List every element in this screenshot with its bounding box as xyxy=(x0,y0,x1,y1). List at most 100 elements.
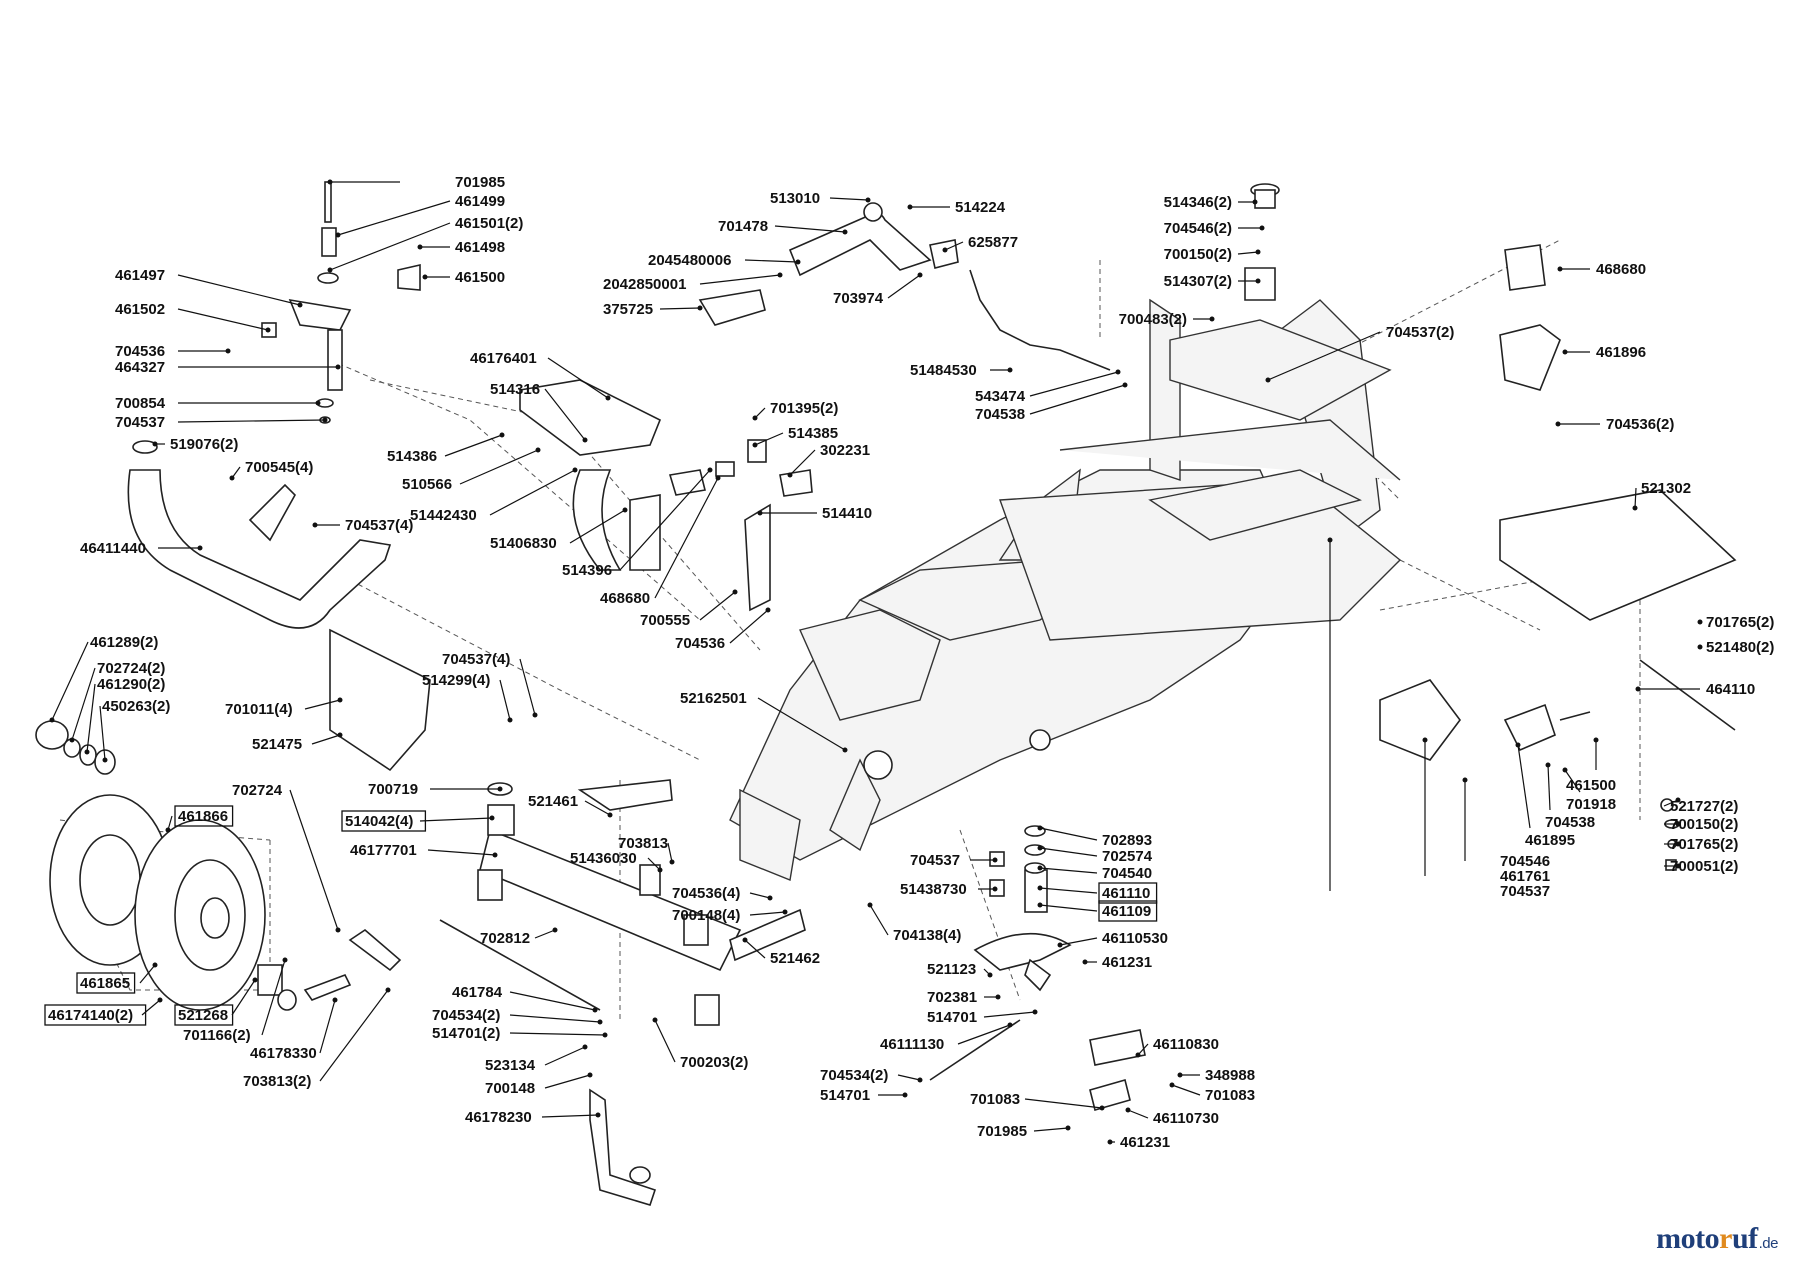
part-number-label: 348988 xyxy=(1205,1067,1255,1084)
part-number-label: 46110730 xyxy=(1153,1110,1219,1127)
leader-dot xyxy=(1115,369,1121,375)
leader-line xyxy=(647,857,661,871)
leader-dot xyxy=(1697,619,1703,625)
logo-tld: .de xyxy=(1758,1235,1779,1252)
part-number-label: 521123 xyxy=(927,961,976,978)
leader-line xyxy=(1039,867,1098,874)
leader-dot xyxy=(322,417,328,423)
leader-line xyxy=(1663,799,1679,807)
part-number-label: 700555 xyxy=(640,612,690,629)
leader-line xyxy=(749,892,771,899)
part-number-label: 514396 xyxy=(562,562,612,579)
part-number-label: 704537 xyxy=(1500,883,1550,900)
leader-dot xyxy=(84,749,90,755)
part-number-label: 514299(4) xyxy=(422,672,490,689)
part-number-label: 461498 xyxy=(455,239,505,256)
leader-dot xyxy=(532,712,538,718)
leader-dot xyxy=(552,927,558,933)
leader-dot xyxy=(327,179,333,185)
part-number-label: 701765(2) xyxy=(1670,836,1738,853)
part-number-label: 701166(2) xyxy=(183,1027,251,1044)
part-number-label: 702893 xyxy=(1102,832,1152,849)
leader-dot xyxy=(767,895,773,901)
leader-line xyxy=(519,658,536,716)
leader-dot xyxy=(1632,505,1638,511)
leader-line xyxy=(261,959,286,1036)
part-number-label: 514346(2) xyxy=(1164,194,1232,211)
leader-dot xyxy=(1635,686,1641,692)
leader-line xyxy=(489,469,576,516)
leader-line xyxy=(1033,1127,1069,1132)
leader-line xyxy=(619,469,711,571)
leader-line xyxy=(569,509,626,544)
leader-line xyxy=(1039,887,1098,894)
part-number-label: 461289(2) xyxy=(90,634,158,651)
part-number-label: 464327 xyxy=(115,359,165,376)
leader-line xyxy=(177,308,269,331)
leader-line xyxy=(419,817,493,822)
part-number-label: 461761 xyxy=(1500,868,1550,885)
part-number-label: 543474 xyxy=(975,388,1026,405)
leader-dot xyxy=(312,522,318,528)
part-number-label: 468680 xyxy=(600,590,650,607)
leader-line xyxy=(957,1024,1011,1045)
logo-text-post: uf xyxy=(1731,1222,1758,1255)
leader-dot xyxy=(507,717,513,723)
part-number-label: 700051(2) xyxy=(1670,858,1738,875)
part-number-label: 700545(4) xyxy=(245,459,313,476)
leader-line xyxy=(444,434,503,457)
front-bumper xyxy=(127,440,392,629)
part-number-label: 46178330 xyxy=(250,1045,317,1062)
part-number-label: 514386 xyxy=(387,448,437,465)
leader-dot xyxy=(902,1092,908,1098)
leader-dot xyxy=(315,400,321,406)
part-number-label: 701083 xyxy=(1205,1087,1255,1104)
leader-dot xyxy=(742,937,748,943)
leader-dot xyxy=(1562,349,1568,355)
part-number-label: 700203(2) xyxy=(680,1054,748,1071)
leader-line xyxy=(509,991,596,1011)
leader-lines xyxy=(49,179,1703,1145)
part-number-label: 704138(4) xyxy=(893,927,961,944)
part-number-label: 521475 xyxy=(252,736,302,753)
leader-dot xyxy=(592,1007,598,1013)
part-number-label: 514307(2) xyxy=(1164,273,1232,290)
leader-line xyxy=(311,734,341,745)
leader-dot xyxy=(605,395,611,401)
part-number-label: 514316 xyxy=(490,381,540,398)
leader-line xyxy=(1634,487,1637,509)
leader-line xyxy=(139,964,156,984)
leader-dot xyxy=(1557,266,1563,272)
leader-dot xyxy=(1065,1125,1071,1131)
leader-dot xyxy=(1422,737,1428,743)
part-number-label: 46176401 xyxy=(470,350,537,367)
part-number-label: 704537 xyxy=(910,852,960,869)
leader-line xyxy=(983,1011,1036,1018)
part-number-label: 523134 xyxy=(485,1057,536,1074)
part-number-label: 700719 xyxy=(368,781,418,798)
part-number-label: 519076(2) xyxy=(170,436,238,453)
part-number-label: 51406830 xyxy=(490,535,557,552)
leader-dot xyxy=(995,994,1001,1000)
leader-line xyxy=(897,1074,921,1081)
part-number-label: 461500 xyxy=(1566,777,1616,794)
tie-rods xyxy=(303,825,1146,1206)
leader-line xyxy=(1039,847,1098,857)
part-number-label: 702812 xyxy=(480,930,530,947)
part-number-label: 700148 xyxy=(485,1080,535,1097)
part-number-label: 514701(2) xyxy=(432,1025,500,1042)
part-number-label: 450263(2) xyxy=(102,698,170,715)
part-number-label: 625877 xyxy=(968,234,1018,251)
leader-dot xyxy=(1462,777,1468,783)
leader-dot xyxy=(842,229,848,235)
leader-dot xyxy=(332,997,338,1003)
part-number-label: 521302 xyxy=(1641,480,1691,497)
part-number-label: 51442430 xyxy=(410,507,477,524)
part-number-label: 521462 xyxy=(770,950,820,967)
leader-dot xyxy=(757,510,763,516)
leader-line xyxy=(774,225,846,233)
label-box xyxy=(174,805,234,827)
leader-dot xyxy=(1515,742,1521,748)
leader-dot xyxy=(335,364,341,370)
